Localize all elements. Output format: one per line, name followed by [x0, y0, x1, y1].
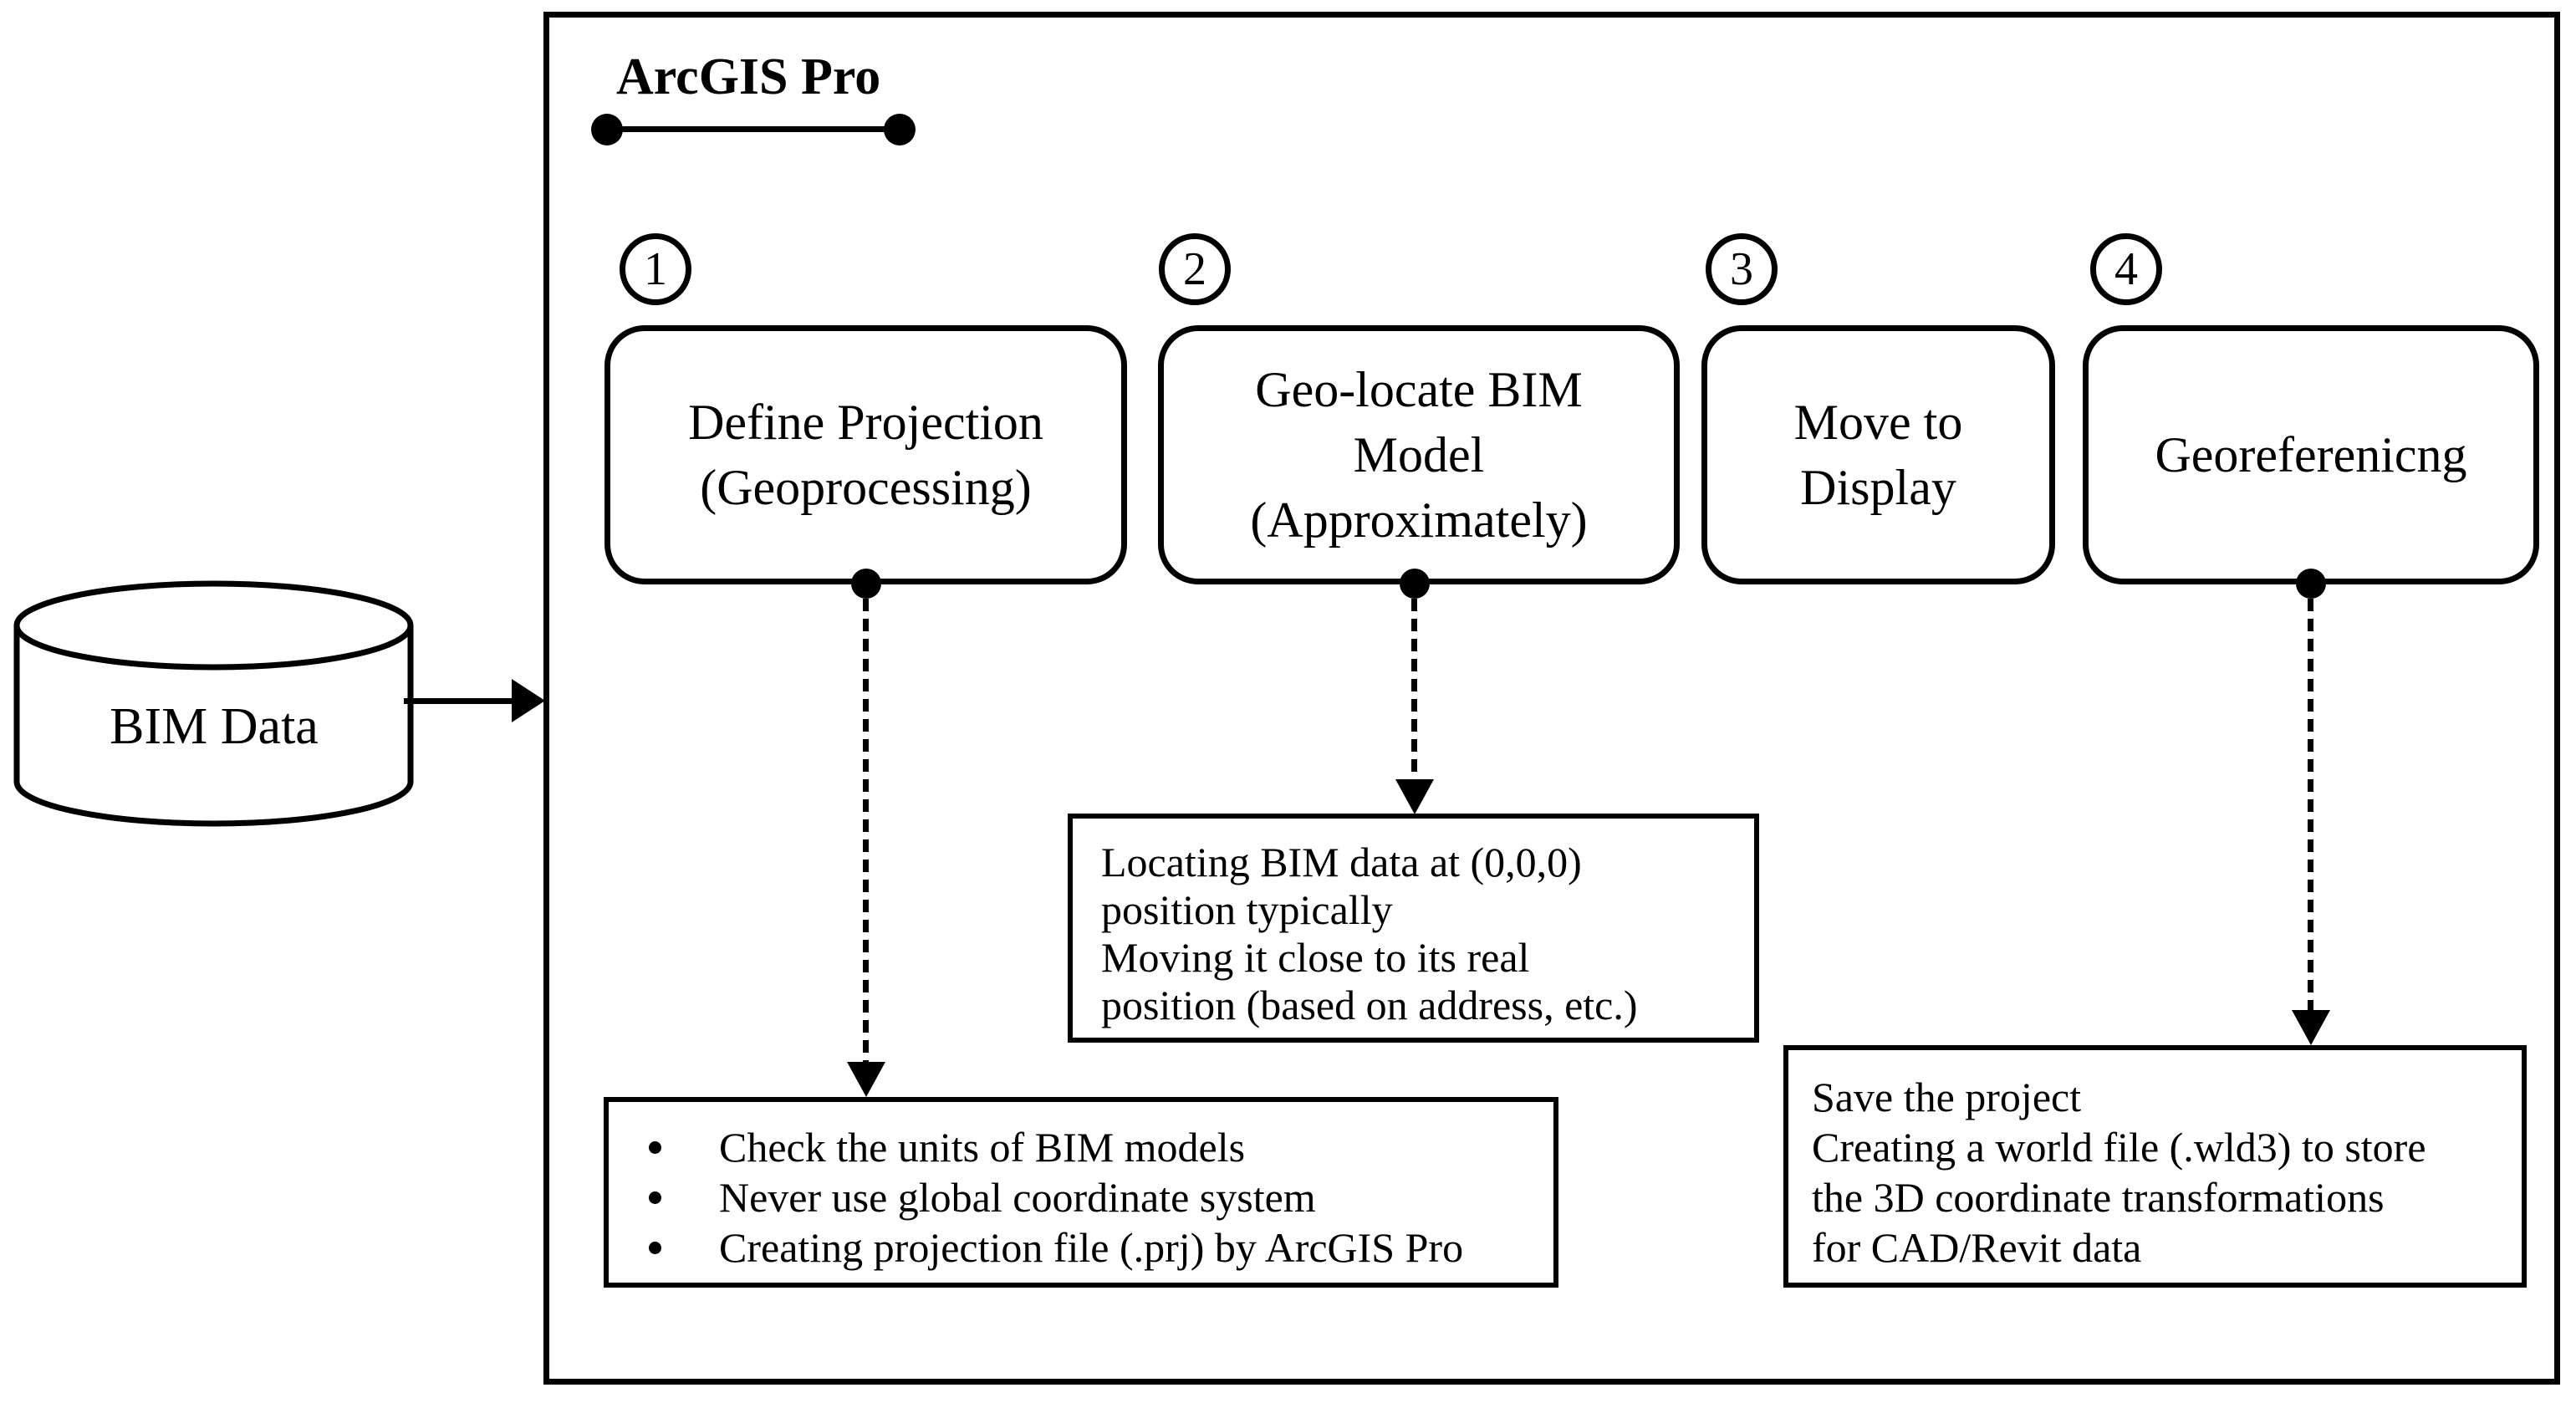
- step-3-box-move-to-display: Move to Display: [1701, 325, 2055, 584]
- step-4-arrowhead-icon: [2292, 1010, 2330, 1045]
- step-2-note-box: Locating BIM data at (0,0,0) position ty…: [1068, 814, 1759, 1043]
- step-4-note-text: Save the project Creating a world file (…: [1812, 1074, 2426, 1271]
- input-flow-arrow-line: [404, 698, 515, 704]
- bim-data-label: BIM Data: [110, 698, 319, 755]
- step-2-note-text: Locating BIM data at (0,0,0) position ty…: [1101, 839, 1638, 1028]
- step-1-bullet-list: Check the units of BIM models Never use …: [609, 1122, 1553, 1273]
- step-4-note-box: Save the project Creating a world file (…: [1783, 1045, 2527, 1288]
- step-4-dashed-connector: [2308, 599, 2313, 1012]
- step-2-box-geolocate-bim-model: Geo-locate BIM Model (Approximately): [1158, 325, 1680, 584]
- step-1-connector-dot: [851, 569, 881, 599]
- step-2-arrowhead-icon: [1395, 779, 1434, 814]
- step-1-arrowhead-icon: [847, 1062, 885, 1097]
- title-underline: [607, 126, 900, 132]
- step-2-dashed-connector: [1411, 599, 1417, 781]
- step-4-number-badge: 4: [2090, 233, 2162, 305]
- step-1-dashed-connector: [863, 599, 869, 1064]
- step-1-box-define-projection: Define Projection (Geoprocessing): [604, 325, 1127, 584]
- step-2-number-badge: 2: [1159, 233, 1231, 305]
- title-underline-left-dot: [591, 114, 623, 145]
- bullet-item: Creating projection file (.prj) by ArcGI…: [609, 1222, 1553, 1273]
- step-1-number-badge: 1: [620, 233, 691, 305]
- title-underline-right-dot: [884, 114, 916, 145]
- step-1-note-box: Check the units of BIM models Never use …: [604, 1097, 1558, 1288]
- database-cylinder-icon: [13, 580, 414, 827]
- input-flow-arrowhead-icon: [512, 679, 545, 722]
- step-3-number-badge: 3: [1706, 233, 1778, 305]
- arcgis-pro-title: ArcGIS Pro: [616, 48, 881, 105]
- bullet-item: Never use global coordinate system: [609, 1172, 1553, 1222]
- step-2-connector-dot: [1400, 569, 1430, 599]
- bullet-item: Check the units of BIM models: [609, 1122, 1553, 1172]
- step-4-box-georeferencing: Georeferenicng: [2083, 325, 2539, 584]
- step-4-connector-dot: [2296, 569, 2326, 599]
